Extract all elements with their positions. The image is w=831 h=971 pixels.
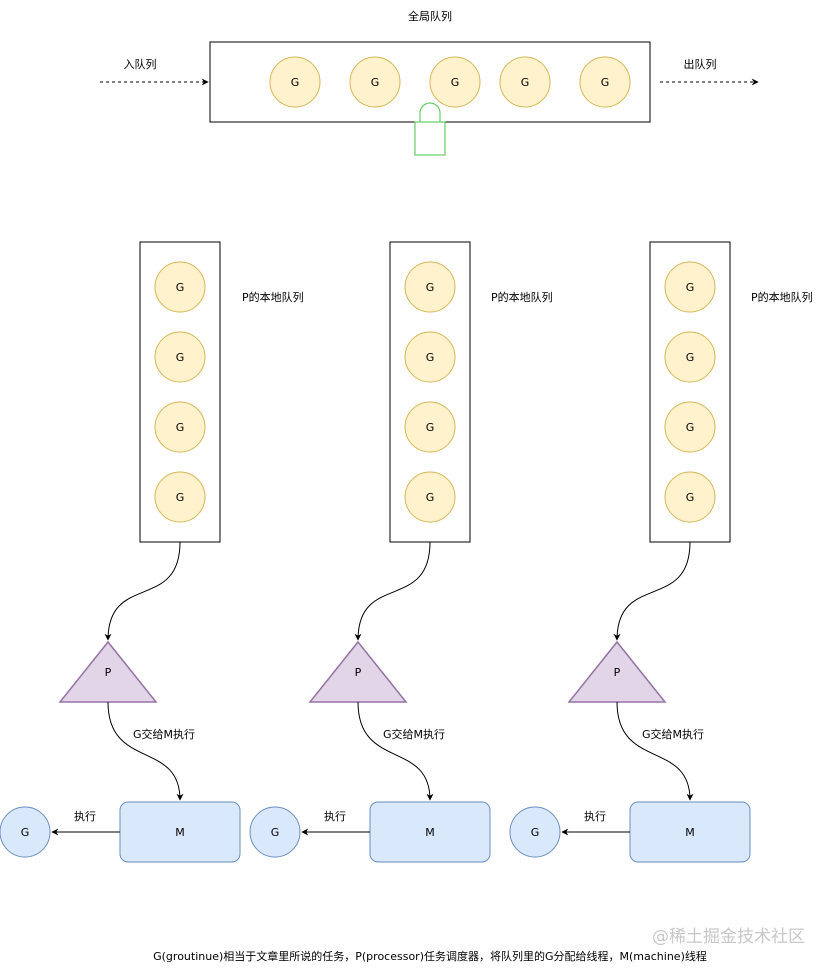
goroutine-label: G: [176, 421, 185, 434]
handoff-label: G交给M执行: [642, 727, 704, 741]
goroutine-label: G: [521, 76, 530, 89]
lock-icon: [414, 102, 446, 156]
processor-column: G G G G P的本地队列 P G交给M执行 M 执行 G: [509, 241, 813, 863]
goroutine-label: G: [686, 281, 695, 294]
machine-label: M: [425, 826, 435, 839]
caption: G(groutinue)相当于文章里所说的任务，P(processor)任务调度…: [153, 949, 707, 963]
goroutine-label: G: [686, 421, 695, 434]
goroutine-label: G: [601, 76, 610, 89]
goroutine-label: G: [371, 76, 380, 89]
processor-triangle: P: [308, 640, 408, 703]
local-goroutine: G: [664, 261, 716, 313]
global-goroutine: G: [499, 56, 551, 108]
queue-to-processor-arrow: [104, 541, 181, 641]
local-goroutine: G: [154, 261, 206, 313]
local-goroutine: G: [404, 331, 456, 383]
processor-triangle: P: [58, 640, 158, 703]
goroutine-label: G: [291, 76, 300, 89]
local-goroutine: G: [154, 331, 206, 383]
goroutine-label: G: [686, 351, 695, 364]
global-goroutine: G: [269, 56, 321, 108]
running-goroutine-label: G: [271, 826, 280, 839]
exec-label: 执行: [74, 809, 96, 823]
processor-label: P: [105, 666, 112, 679]
local-goroutine: G: [664, 401, 716, 453]
processor-to-machine-arrow: [107, 701, 184, 801]
global-queue-title: 全局队列: [408, 9, 452, 23]
machine-box: M: [369, 801, 491, 863]
processor-column: G G G G P的本地队列 P G交给M执行 M 执行 G: [249, 241, 553, 863]
running-goroutine: G: [509, 806, 561, 858]
local-goroutine: G: [404, 471, 456, 523]
running-goroutine-label: G: [531, 826, 540, 839]
processor-triangle: P: [567, 640, 667, 703]
global-goroutine: G: [429, 56, 481, 108]
machine-box: M: [119, 801, 241, 863]
goroutine-label: G: [426, 491, 435, 504]
processor-column: G G G G P的本地队列 P G交给M执行 M 执行 G: [0, 241, 304, 863]
processor-label: P: [614, 666, 621, 679]
goroutine-label: G: [176, 281, 185, 294]
local-goroutine: G: [404, 261, 456, 313]
handoff-label: G交给M执行: [383, 727, 445, 741]
watermark: @稀土掘金技术社区: [652, 927, 805, 947]
local-queue-label: P的本地队列: [751, 290, 813, 304]
exec-label: 执行: [324, 809, 346, 823]
goroutine-label: G: [176, 491, 185, 504]
processor-to-machine-arrow: [357, 701, 434, 801]
local-queue-label: P的本地队列: [491, 290, 553, 304]
running-goroutine: G: [249, 806, 301, 858]
queue-to-processor-arrow: [354, 541, 431, 641]
global-queue: 全局队列 G G G G G 入队列 出队列: [100, 9, 759, 156]
enqueue-label: 入队列: [124, 57, 157, 71]
goroutine-label: G: [451, 76, 460, 89]
processors: G G G G P的本地队列 P G交给M执行 M 执行 G G G G G P的本地队列 P G交给M执行 M 执…: [0, 241, 813, 863]
global-goroutine: G: [349, 56, 401, 108]
local-goroutine: G: [404, 401, 456, 453]
handoff-label: G交给M执行: [133, 727, 195, 741]
local-goroutine: G: [154, 471, 206, 523]
processor-label: P: [355, 666, 362, 679]
machine-box: M: [629, 801, 751, 863]
goroutine-label: G: [686, 491, 695, 504]
goroutine-label: G: [426, 281, 435, 294]
machine-label: M: [175, 826, 185, 839]
local-goroutine: G: [154, 401, 206, 453]
local-queue-label: P的本地队列: [242, 290, 304, 304]
processor-to-machine-arrow: [616, 701, 694, 801]
queue-to-processor-arrow: [613, 541, 691, 641]
running-goroutine-label: G: [21, 826, 30, 839]
goroutine-label: G: [426, 421, 435, 434]
dequeue-label: 出队列: [684, 57, 717, 71]
local-goroutine: G: [664, 471, 716, 523]
exec-label: 执行: [584, 809, 606, 823]
running-goroutine: G: [0, 806, 51, 858]
global-goroutine: G: [579, 56, 631, 108]
goroutine-label: G: [176, 351, 185, 364]
local-goroutine: G: [664, 331, 716, 383]
machine-label: M: [685, 826, 695, 839]
goroutine-label: G: [426, 351, 435, 364]
